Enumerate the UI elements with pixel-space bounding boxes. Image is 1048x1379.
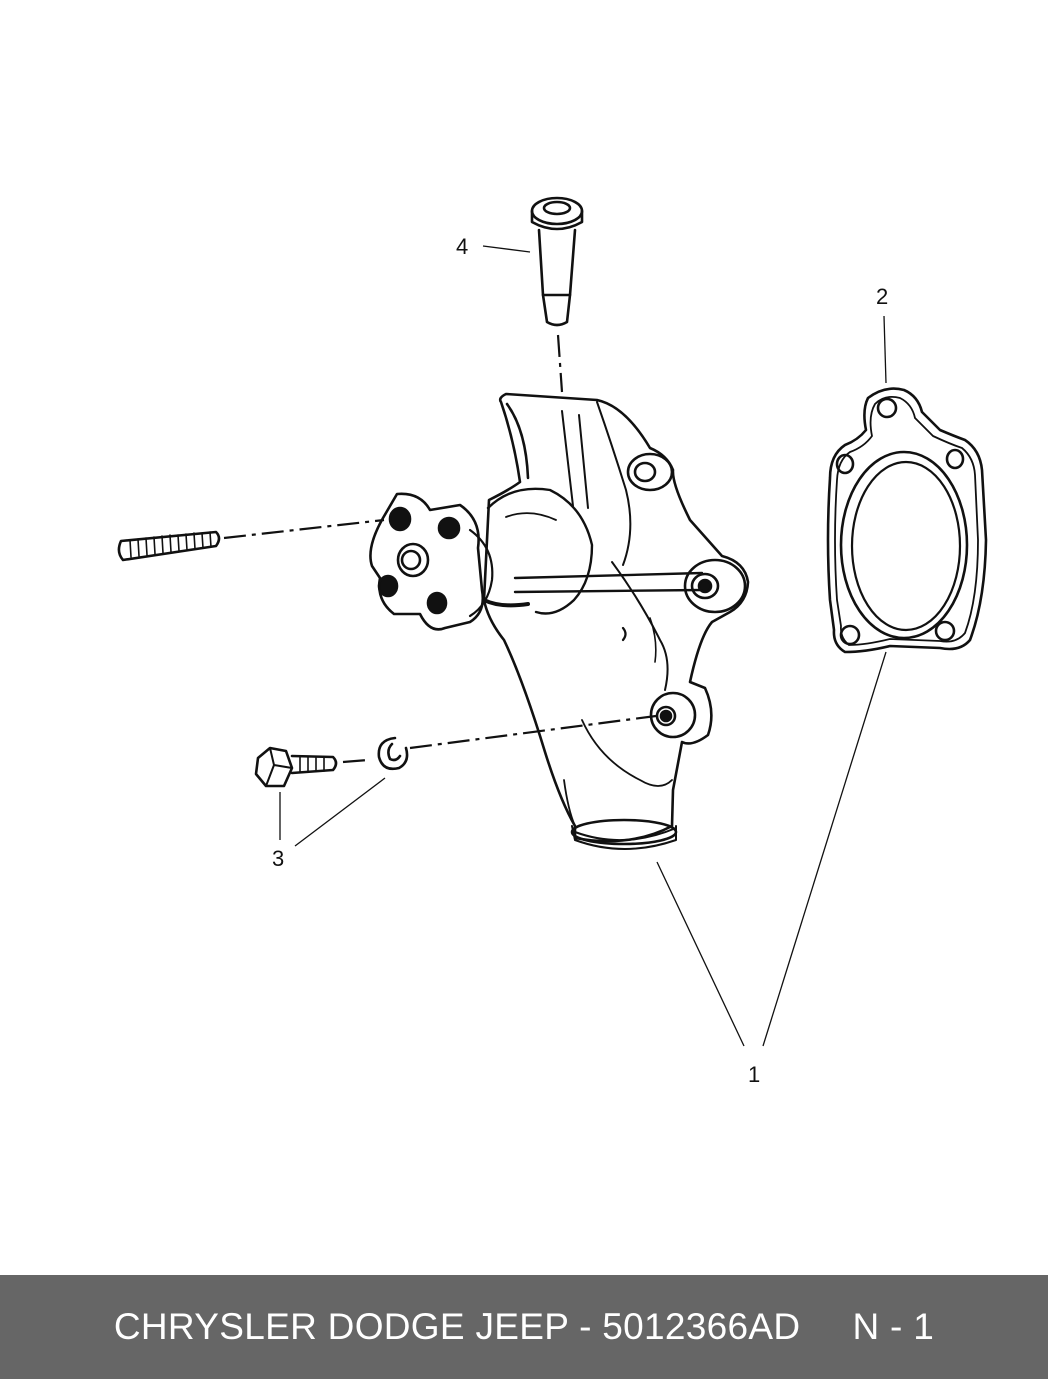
bolt	[254, 746, 338, 788]
leader-lines	[279, 245, 887, 1047]
part-code: CHRYSLER DODGE JEEP - 5012366AD	[113, 1306, 801, 1347]
callout-3: 3	[272, 846, 284, 871]
dowel-pin	[530, 196, 584, 327]
stud	[117, 530, 221, 562]
callout-1: 1	[748, 1062, 760, 1087]
callout-4: 4	[456, 234, 468, 259]
callout-2: 2	[876, 284, 888, 309]
part-number-footer: CHRYSLER DODGE JEEP - 5012366AD N - 1	[0, 1275, 1048, 1379]
gasket	[826, 387, 988, 654]
lock-washer	[377, 736, 409, 771]
page-number: N - 1	[852, 1306, 935, 1347]
water-pump	[369, 392, 750, 850]
exploded-parts-diagram: 4 2 3 1	[117, 196, 988, 1087]
centerlines	[223, 334, 657, 764]
